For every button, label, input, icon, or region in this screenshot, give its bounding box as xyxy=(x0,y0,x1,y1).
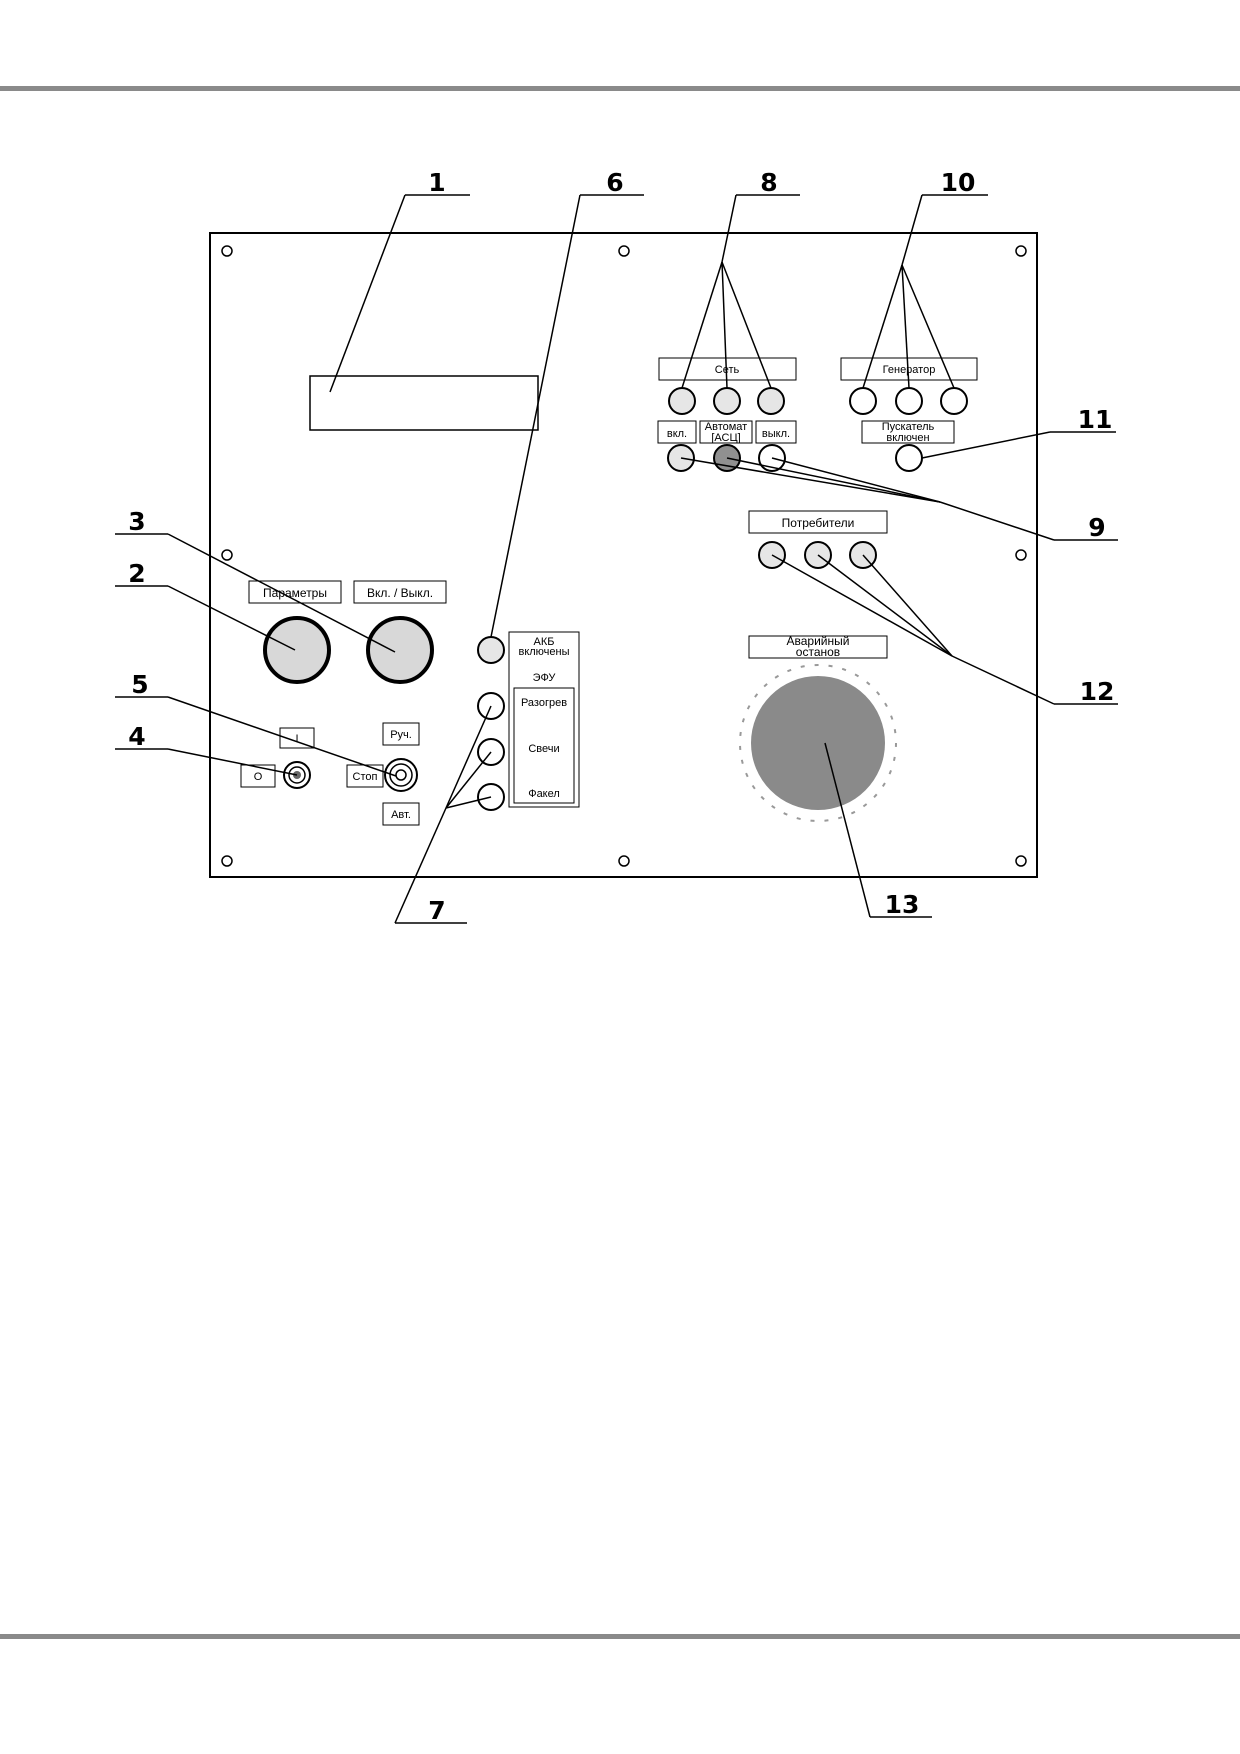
label-box-vkl-vykl xyxy=(353,580,447,604)
label-parametry: Параметры xyxy=(263,586,327,600)
label-stop: Стоп xyxy=(353,771,378,783)
label-avtomat-1: Автомат xyxy=(705,421,747,433)
mounting-hole xyxy=(221,549,233,561)
bottom-rule xyxy=(0,1634,1240,1639)
callout-6: 6 xyxy=(606,168,623,197)
callout-9: 9 xyxy=(1088,513,1105,542)
callout-12: 12 xyxy=(1080,677,1115,706)
mounting-hole xyxy=(221,855,233,867)
label-avariyny-2: останов xyxy=(796,645,840,659)
callout-10: 10 xyxy=(941,168,976,197)
lamp-generator-1 xyxy=(849,387,877,415)
emergency-ring xyxy=(739,664,897,822)
knob-parametry[interactable] xyxy=(263,616,331,684)
callout-11: 11 xyxy=(1078,405,1113,434)
label-box-potrebiteli xyxy=(748,510,888,534)
label-ruch: Руч. xyxy=(390,729,412,741)
callout-7: 7 xyxy=(428,896,445,925)
mounting-hole xyxy=(1015,245,1027,257)
label-box-avariyny xyxy=(748,635,888,659)
label-box-avt xyxy=(382,802,420,826)
mounting-holes xyxy=(221,245,1027,867)
emergency-stop-button[interactable] xyxy=(751,676,885,810)
label-switch-off: O xyxy=(254,771,263,783)
mounting-hole xyxy=(618,855,630,867)
label-box-parametry xyxy=(248,580,342,604)
label-ake-2: включены xyxy=(518,646,569,658)
callout-1: 1 xyxy=(428,168,445,197)
label-box-switch-on xyxy=(279,727,315,749)
label-box-avtomat xyxy=(699,420,753,444)
lamp-generator-2 xyxy=(895,387,923,415)
lamp-set-3 xyxy=(757,387,785,415)
label-box-vkl xyxy=(657,420,697,444)
callout-8: 8 xyxy=(760,168,777,197)
mounting-hole xyxy=(221,245,233,257)
lamp-set-1 xyxy=(668,387,696,415)
panel-outline xyxy=(209,232,1038,878)
label-box-vykl xyxy=(755,420,797,444)
label-puskatel-2: включен xyxy=(886,432,929,444)
label-puskatel-1: Пускатель xyxy=(882,421,935,433)
knob-vkl-vykl[interactable] xyxy=(366,616,434,684)
top-rule xyxy=(0,86,1240,91)
label-set: Сеть xyxy=(715,364,740,376)
label-box-puskatel xyxy=(861,420,955,444)
leader-lines xyxy=(115,194,1118,924)
label-generator: Генератор xyxy=(883,364,936,376)
label-box-efu-inner xyxy=(513,687,575,804)
label-vkl-vykl: Вкл. / Выкл. xyxy=(367,586,433,600)
callout-5: 5 xyxy=(131,670,148,699)
callout-13: 13 xyxy=(885,890,920,919)
label-efu: ЭФУ xyxy=(533,672,557,684)
mounting-hole xyxy=(1015,855,1027,867)
lamp-set-2 xyxy=(713,387,741,415)
label-switch-on: I xyxy=(295,733,298,745)
label-box-switch-off xyxy=(240,764,276,788)
label-razogrev: Разогрев xyxy=(521,697,567,709)
label-ake-1: АКБ xyxy=(534,636,555,648)
label-box-ruch xyxy=(382,722,420,746)
label-vkl: вкл. xyxy=(667,428,687,440)
mounting-hole xyxy=(618,245,630,257)
label-avariyny-1: Аварийный xyxy=(787,634,850,648)
label-avtomat-2: [АСЦ] xyxy=(711,432,740,444)
callout-3: 3 xyxy=(128,507,145,536)
callout-4: 4 xyxy=(128,722,145,751)
callout-2: 2 xyxy=(128,559,145,588)
mounting-hole xyxy=(1015,549,1027,561)
label-potrebiteli: Потребители xyxy=(782,516,855,530)
label-avt: Авт. xyxy=(391,809,411,821)
display-window xyxy=(309,375,539,431)
mode-selector[interactable] xyxy=(384,758,418,792)
label-vykl: выкл. xyxy=(762,428,790,440)
lamp-generator-3 xyxy=(940,387,968,415)
label-fakel: Факел xyxy=(528,788,560,800)
label-svechi: Свечи xyxy=(528,743,559,755)
lamp-puskatel xyxy=(895,444,923,472)
lamp-ake xyxy=(477,636,505,664)
